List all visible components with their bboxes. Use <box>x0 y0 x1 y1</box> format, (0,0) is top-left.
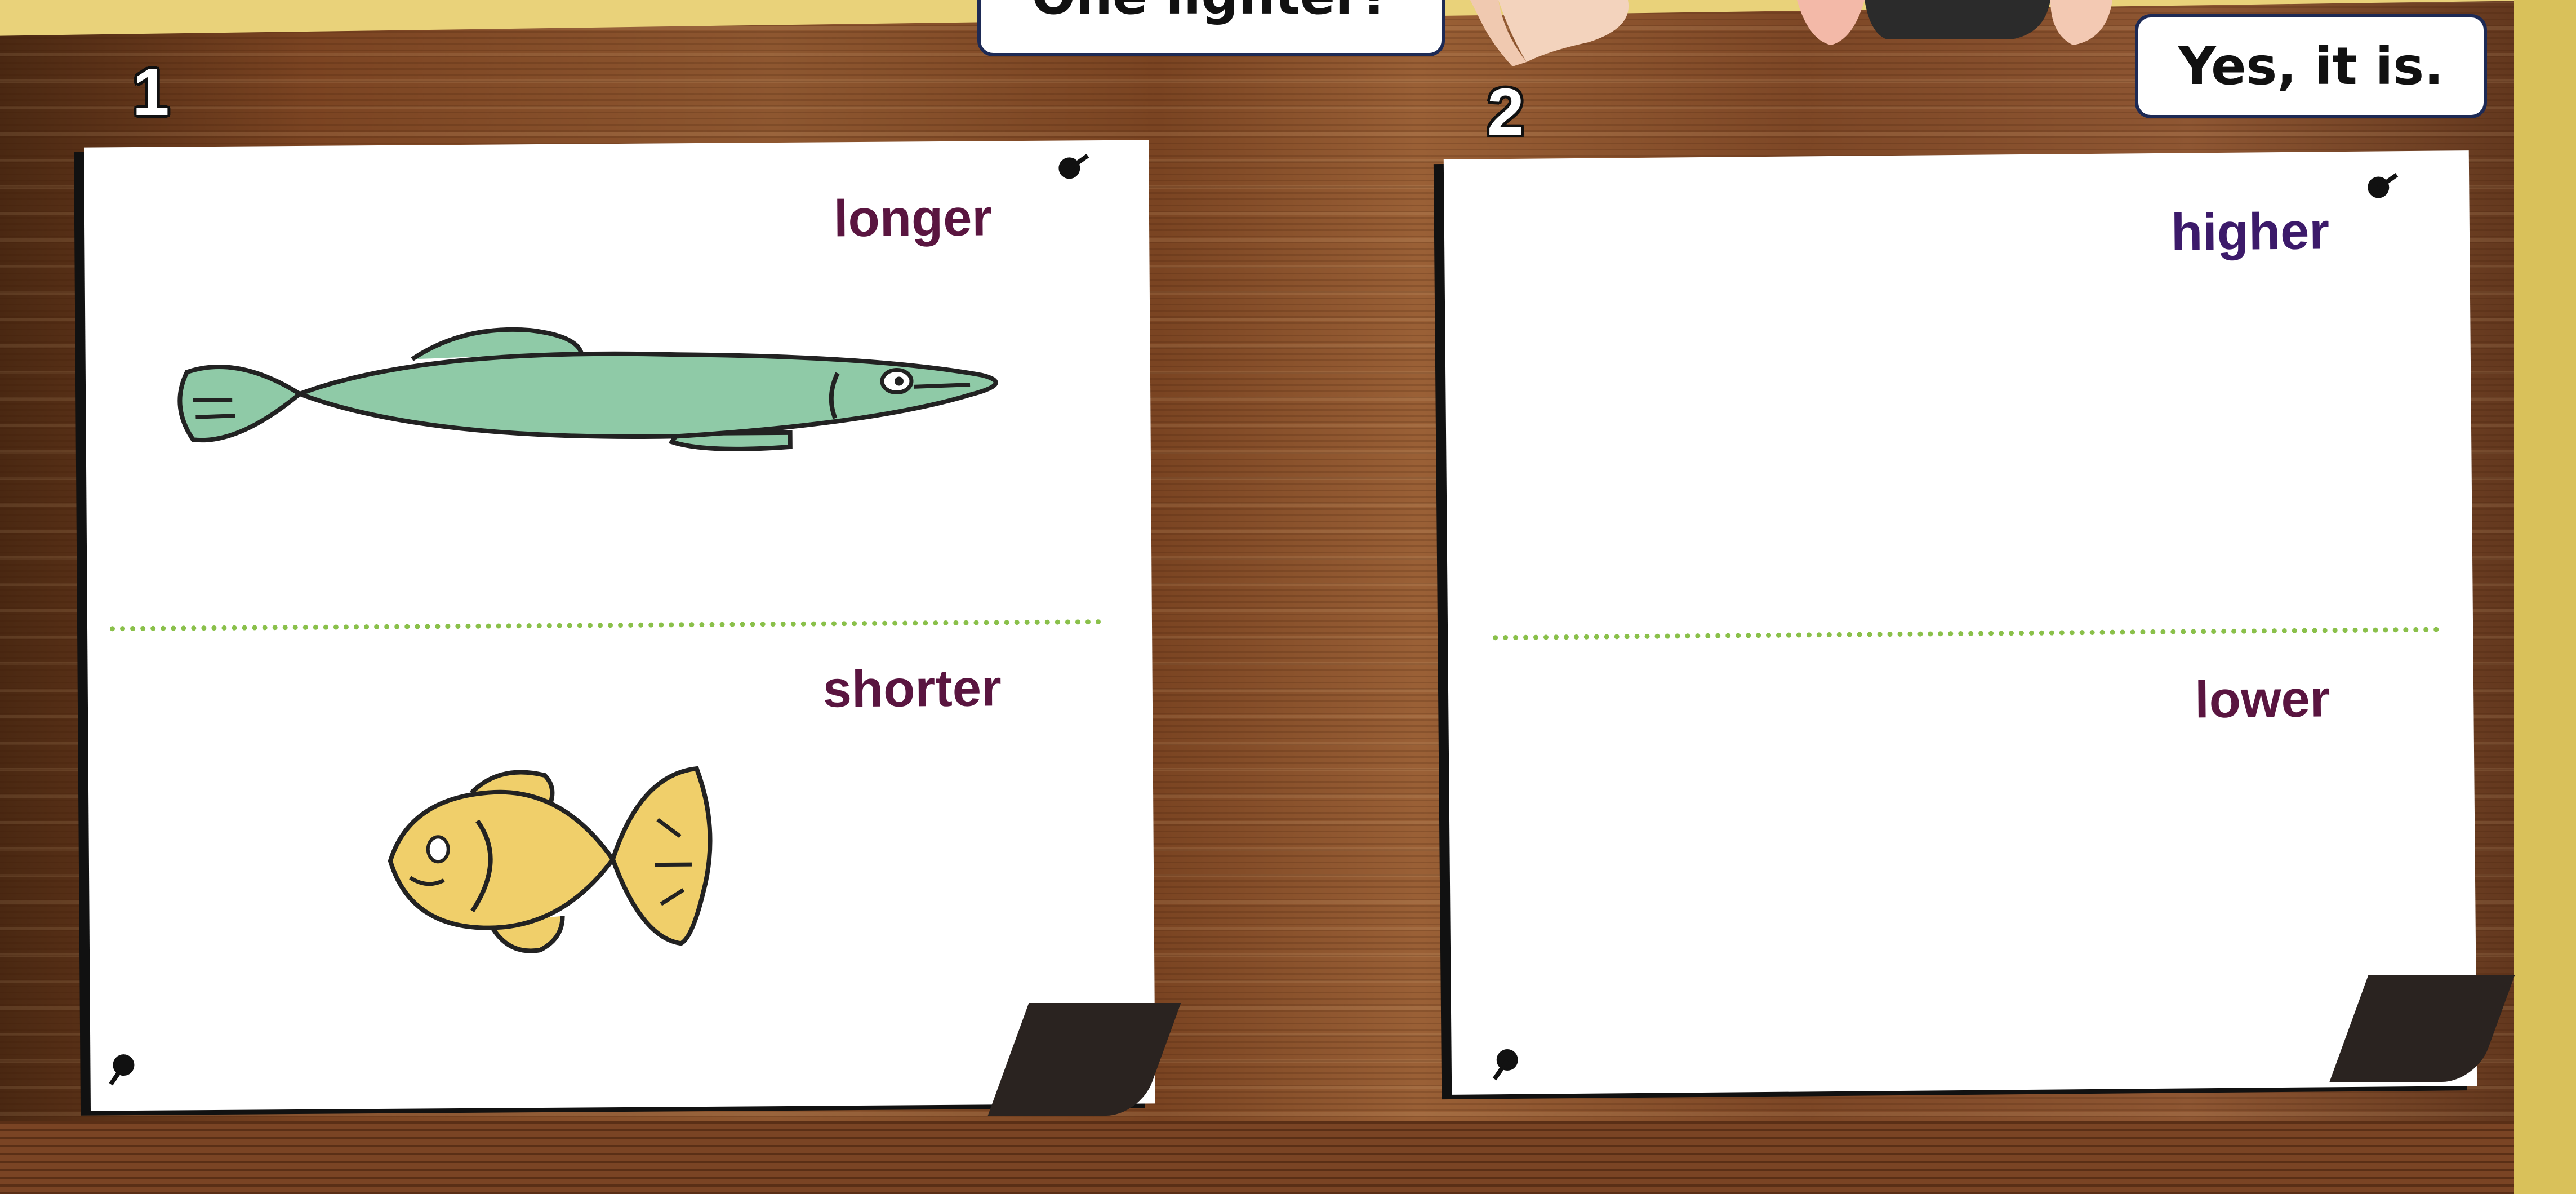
fish-pupil <box>895 376 904 385</box>
pin-icon <box>2368 176 2389 198</box>
paper-panel-2: higher lower <box>1444 150 2477 1095</box>
label-shorter: shorter <box>822 662 1002 715</box>
pin-icon <box>113 1054 134 1076</box>
panel-number-1: 1 <box>132 59 170 126</box>
panel-number-2: 2 <box>1487 79 1524 145</box>
fish-eye <box>428 837 448 862</box>
arm-right <box>2050 0 2112 45</box>
children-hands <box>1459 0 2124 68</box>
speech-bubble-left-wrapper: One lighter? <box>977 0 1451 62</box>
fish-body <box>300 351 996 439</box>
speech-bubble-right: Yes, it is. <box>2135 14 2487 118</box>
board-edge <box>0 1121 2576 1194</box>
page-margin <box>2514 0 2576 1194</box>
arm-middle <box>1797 0 1865 45</box>
fish-mouth <box>914 385 970 387</box>
divider-line <box>1493 627 2439 641</box>
label-longer: longer <box>834 192 993 245</box>
label-lower: lower <box>2195 673 2330 726</box>
pin-icon <box>1497 1049 1518 1071</box>
long-green-fish-icon <box>170 310 1061 474</box>
speech-bubble-right-text: Yes, it is. <box>2178 36 2444 96</box>
speech-bubble-left-text: One lighter? <box>1031 0 1391 26</box>
short-yellow-fish-icon <box>376 752 727 968</box>
shirt <box>1865 0 2050 39</box>
speech-bubble-left: One lighter? <box>977 0 1445 56</box>
fish-tail <box>612 769 711 944</box>
pin-icon <box>1058 157 1080 179</box>
fish-body <box>390 791 613 928</box>
divider-line <box>110 619 1101 631</box>
fish-tail <box>180 366 300 440</box>
label-higher: higher <box>2171 205 2330 258</box>
paper-panel-1: longer shorter <box>84 140 1155 1111</box>
